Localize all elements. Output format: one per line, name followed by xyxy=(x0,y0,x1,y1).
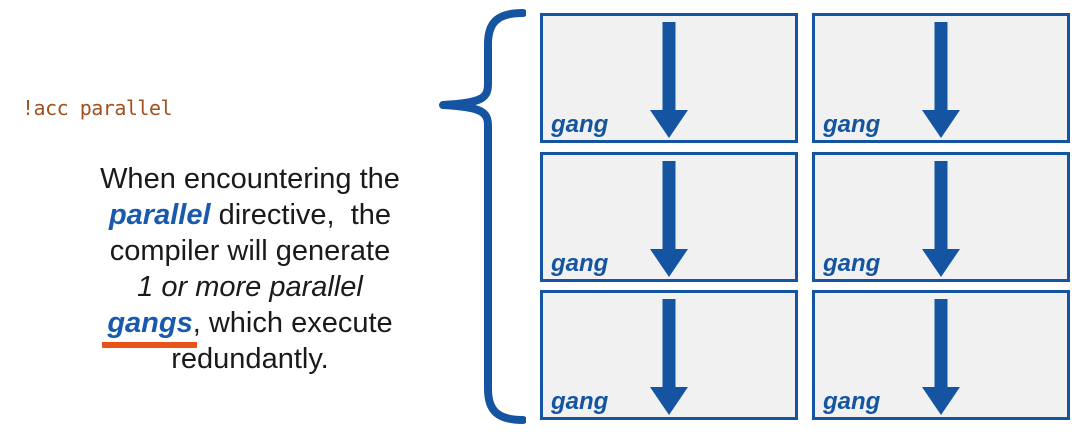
down-arrow-icon xyxy=(650,299,688,415)
gangs-keyword: gangs xyxy=(102,305,197,348)
down-arrow-icon xyxy=(922,299,960,415)
parallel-keyword: parallel xyxy=(108,199,211,231)
code-directive-label: !acc parallel xyxy=(22,96,173,120)
down-arrow-icon xyxy=(650,161,688,277)
gang-grid: gang gang gang gang xyxy=(540,13,1070,420)
line6-text: redundantly. xyxy=(171,343,329,375)
line1-text: When encountering the xyxy=(100,163,400,195)
line2-text: directive, the xyxy=(210,199,392,231)
line5-text: , which execute xyxy=(192,307,393,339)
gang-box: gang xyxy=(812,13,1070,143)
gang-box: gang xyxy=(540,290,798,420)
description-line-3: compiler will generate xyxy=(40,233,460,269)
down-arrow-icon xyxy=(922,161,960,277)
down-arrow-icon xyxy=(650,22,688,138)
line4-text: 1 or more parallel xyxy=(137,271,363,303)
gang-box: gang xyxy=(540,13,798,143)
gang-label: gang xyxy=(823,388,881,415)
gang-box: gang xyxy=(812,152,1070,282)
description-line-1: When encountering the xyxy=(40,161,460,197)
gang-label: gang xyxy=(551,250,609,277)
description-text: When encountering the parallel directive… xyxy=(40,161,460,377)
description-line-5: gangs, which execute xyxy=(40,305,460,348)
gang-box: gang xyxy=(540,152,798,282)
gang-label: gang xyxy=(823,111,881,138)
description-line-4: 1 or more parallel xyxy=(40,269,460,305)
down-arrow-icon xyxy=(922,22,960,138)
gang-label: gang xyxy=(551,388,609,415)
description-line-2: parallel directive, the xyxy=(40,197,460,233)
line3-text: compiler will generate xyxy=(109,235,391,267)
curly-brace-icon xyxy=(439,9,526,424)
gang-label: gang xyxy=(551,111,609,138)
description-line-6: redundantly. xyxy=(40,341,460,377)
gang-box: gang xyxy=(812,290,1070,420)
gang-label: gang xyxy=(823,250,881,277)
